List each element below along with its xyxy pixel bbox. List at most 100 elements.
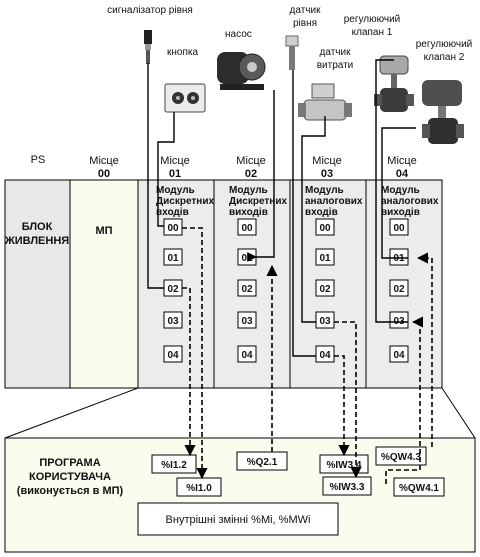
- channel-box: [389, 248, 409, 266]
- channel-box: [163, 248, 183, 266]
- program-title-2: КОРИСТУВАЧА: [29, 471, 111, 483]
- level-sensor-image: [285, 35, 299, 70]
- module-name-line: входів: [305, 207, 338, 218]
- module-name-line: Модуль: [305, 185, 344, 196]
- slot-header-place: Місце: [387, 155, 416, 167]
- level-switch-image: [144, 30, 152, 64]
- flow-sensor-label-2: витрати: [317, 60, 354, 71]
- slot-header-number: 01: [169, 168, 181, 180]
- program-variable-label: %QW4.3: [381, 452, 421, 463]
- channel-box: [237, 218, 257, 236]
- channel-box: [315, 279, 335, 297]
- channel-label: 03: [167, 316, 179, 327]
- wire-button: [157, 112, 175, 227]
- channel-box: [163, 218, 183, 236]
- module-name-line: Дискретних: [156, 196, 214, 207]
- channel-box: [237, 279, 257, 297]
- module-name-line: входів: [156, 207, 189, 218]
- program-variable-box: [151, 454, 197, 474]
- channel-box: [315, 311, 335, 329]
- channel-label: 02: [241, 284, 253, 295]
- channel-label: 02: [319, 284, 331, 295]
- program-variable-label: %I1.2: [161, 460, 187, 471]
- flow-sensor-label-1: датчик: [320, 47, 352, 58]
- wire-pump: [247, 90, 275, 262]
- power-label-1: БЛОК: [22, 221, 53, 233]
- link-I1-0: [182, 227, 208, 480]
- channel-label: 04: [393, 350, 405, 361]
- channel-box: [389, 279, 409, 297]
- program-title-3: (виконується в МП): [17, 485, 124, 497]
- internal-variables-text: Внутрішні змінні %Mi, %MWi: [166, 514, 311, 526]
- channel-box: [237, 345, 257, 363]
- slot-header-number: 04: [396, 168, 409, 180]
- module-name-line: аналогових: [305, 196, 363, 207]
- slot-header-number: 00: [98, 168, 110, 180]
- field-wiring: [147, 59, 416, 357]
- link-I1-2: [182, 287, 196, 457]
- channel-label: 03: [241, 316, 253, 327]
- power-label-2: ЖИВЛЕННЯ: [4, 235, 69, 247]
- button-box-image: [164, 83, 206, 113]
- wire-flow-sensor: [301, 116, 326, 323]
- level-switch-label: сигналізатор рівня: [107, 5, 193, 16]
- flow-sensor-image: [298, 83, 352, 121]
- channel-label: 00: [393, 223, 405, 234]
- channel-label: 01: [167, 253, 179, 264]
- pump-image: [217, 52, 266, 90]
- program-variable-label: %QW4.1: [399, 483, 439, 494]
- channel-box: [315, 345, 335, 363]
- program-variable-label: %IW3.3: [329, 482, 364, 493]
- slot-header-place: Місце: [312, 155, 341, 167]
- channel-box: [389, 218, 409, 236]
- channel-label: 01: [319, 253, 331, 264]
- program-variable-box: [375, 446, 427, 466]
- valve1-label-1: регулюючий: [344, 14, 401, 25]
- module-name-line: Модуль: [229, 185, 268, 196]
- wire-valve1: [375, 59, 408, 323]
- valve1-label-2: клапан 1: [352, 27, 393, 38]
- link-IW3-4: [334, 355, 350, 457]
- slot-header-number: 02: [245, 168, 257, 180]
- module-name-line: виходів: [229, 207, 268, 218]
- channel-label: 00: [241, 223, 253, 234]
- channel-box: [163, 311, 183, 329]
- zoom-lines: [4, 387, 476, 439]
- channel-label: 03: [319, 316, 331, 327]
- channel-box: [389, 311, 409, 329]
- channel-box: [389, 345, 409, 363]
- program-variable-label: %Q2.1: [247, 457, 278, 468]
- program-variable-label: %I1.0: [186, 483, 212, 494]
- wire-level-sensor: [292, 70, 316, 357]
- channel-box: [315, 218, 335, 236]
- channel-label: 00: [167, 223, 179, 234]
- channel-label: 02: [393, 284, 405, 295]
- level-sensor-label-1: датчик: [290, 5, 322, 16]
- wire-level-switch: [147, 63, 164, 289]
- program-variable-box: [236, 451, 288, 471]
- slot-header-place: Місце: [236, 155, 265, 167]
- channel-box: [163, 345, 183, 363]
- module-name-line: аналогових: [381, 196, 439, 207]
- channel-box: [237, 311, 257, 329]
- ps-header: PS: [31, 154, 46, 166]
- module-name-line: виходів: [381, 207, 420, 218]
- program-variable-label: %IW3.4: [326, 460, 361, 471]
- level-sensor-label-2: рівня: [293, 18, 317, 29]
- slot-header-place: Місце: [160, 155, 189, 167]
- valve1-image: [374, 55, 414, 112]
- module-name-line: Модуль: [156, 185, 195, 196]
- program-variable-box: [322, 476, 372, 496]
- signal-links: [182, 227, 433, 484]
- module-name-line: Дискретних: [229, 196, 287, 207]
- slot-header-place: Місце: [89, 155, 118, 167]
- pump-label: насос: [225, 29, 252, 40]
- cpu-module: [69, 179, 139, 389]
- wire-valve2: [381, 127, 416, 259]
- channel-label: 04: [319, 350, 331, 361]
- channel-label: 01: [241, 253, 253, 264]
- program-title-1: ПРОГРАМА: [39, 457, 100, 469]
- program-variable-box: [393, 477, 445, 497]
